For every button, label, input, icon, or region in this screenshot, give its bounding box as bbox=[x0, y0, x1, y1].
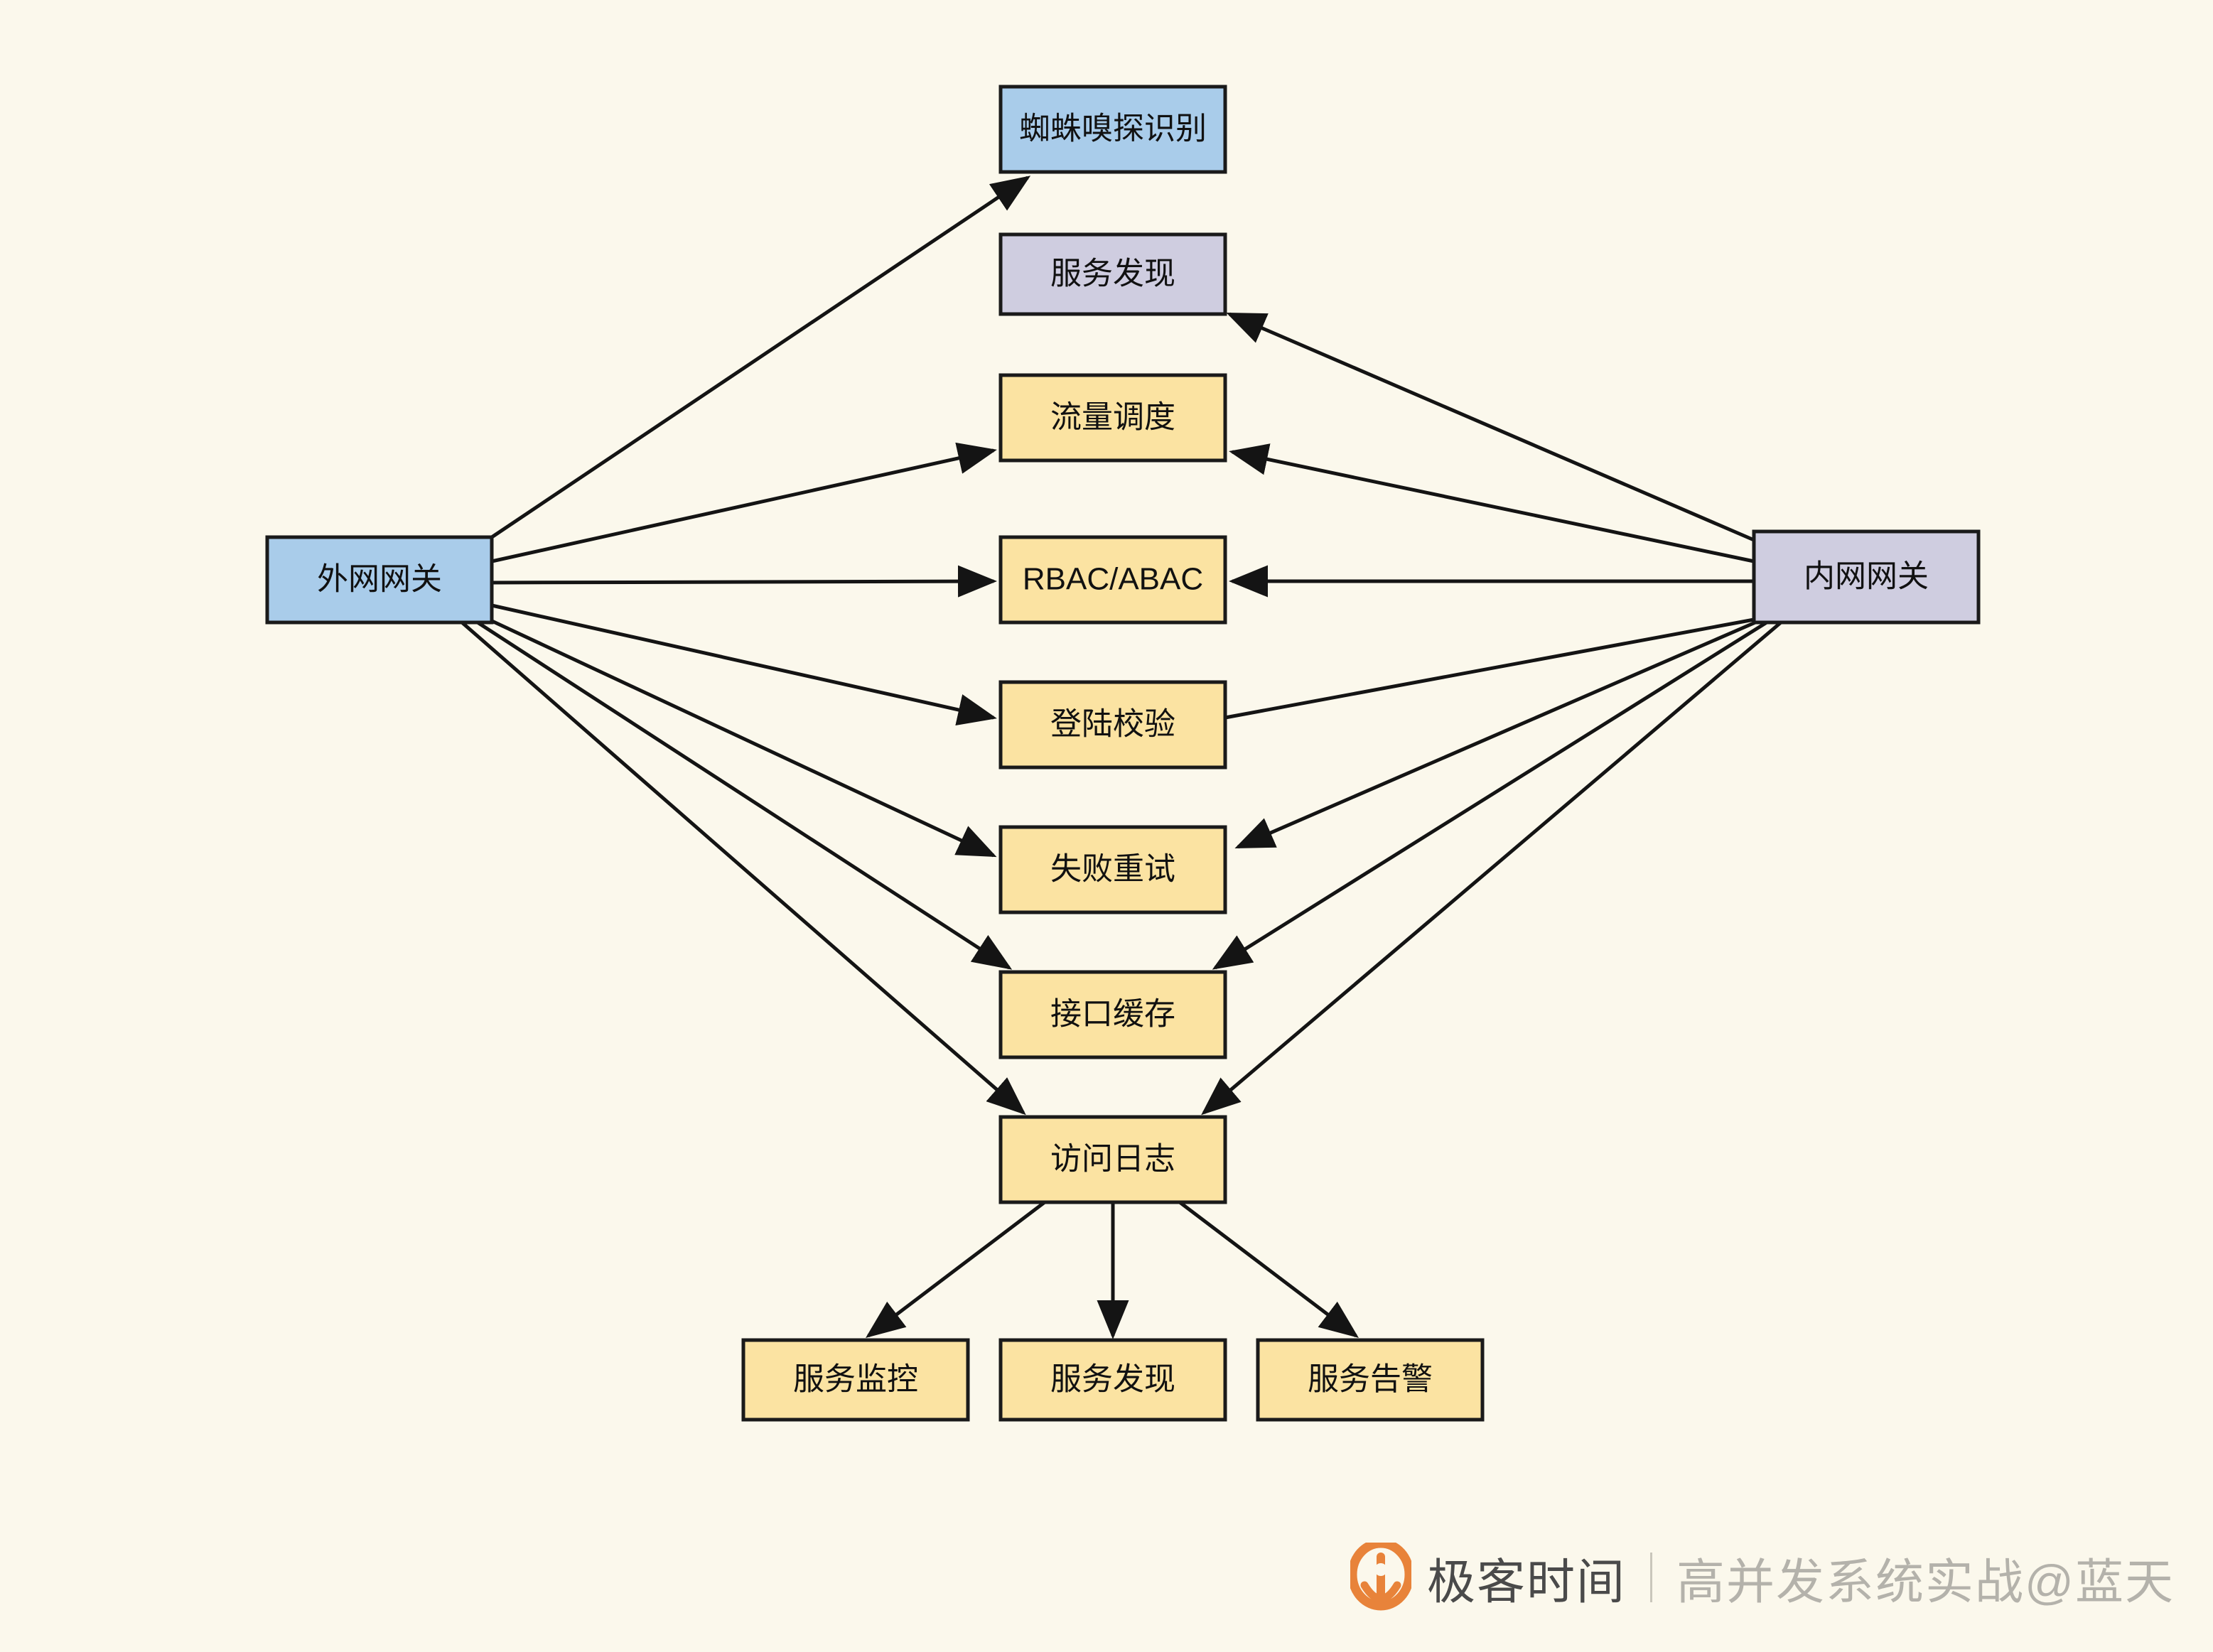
edge-int_gw-to-discovery bbox=[1226, 312, 1755, 542]
edge-ext_gw-to-cache bbox=[476, 620, 1013, 970]
node-box-cache[interactable] bbox=[998, 970, 1227, 1059]
edge-ext_gw-to-traffic bbox=[491, 442, 997, 563]
node-label-retry: 失败重试 bbox=[1050, 852, 1175, 887]
edge-int_gw-to-cache bbox=[1212, 620, 1768, 970]
node-label-ext_gw: 外网网关 bbox=[317, 562, 442, 597]
node-box-retry[interactable] bbox=[998, 825, 1227, 914]
node-box-alarm[interactable] bbox=[1256, 1338, 1485, 1422]
node-discovery[interactable]: 服务发现 bbox=[998, 232, 1227, 316]
node-retry[interactable]: 失败重试 bbox=[998, 825, 1227, 914]
node-alarm[interactable]: 服务告警 bbox=[1256, 1338, 1485, 1422]
edge-layer bbox=[461, 176, 1782, 1339]
node-label-alarm: 服务告警 bbox=[1308, 1362, 1433, 1397]
node-int_gw[interactable]: 内网网关 bbox=[1752, 529, 1981, 625]
edge-int_gw-to-acclog bbox=[1201, 621, 1782, 1116]
footer-divider bbox=[1650, 1553, 1653, 1602]
node-box-discovery[interactable] bbox=[998, 232, 1227, 316]
node-login[interactable]: 登陆校验 bbox=[998, 680, 1227, 770]
node-traffic[interactable]: 流量调度 bbox=[998, 373, 1227, 463]
node-acclog[interactable]: 访问日志 bbox=[998, 1115, 1227, 1204]
node-box-rbac[interactable] bbox=[998, 535, 1227, 625]
edge-ext_gw-to-spider bbox=[490, 176, 1031, 539]
node-box-monitor[interactable] bbox=[741, 1338, 970, 1422]
node-monitor[interactable]: 服务监控 bbox=[741, 1338, 970, 1422]
node-label-int_gw: 内网网关 bbox=[1804, 559, 1929, 594]
node-label-cache: 接口缓存 bbox=[1050, 997, 1175, 1032]
node-box-login[interactable] bbox=[998, 680, 1227, 770]
edge-int_gw-to-retry bbox=[1234, 620, 1756, 849]
node-svcdisc[interactable]: 服务发现 bbox=[998, 1338, 1227, 1422]
node-box-ext_gw[interactable] bbox=[265, 535, 494, 625]
node-box-acclog[interactable] bbox=[998, 1115, 1227, 1204]
node-label-login: 登陆校验 bbox=[1050, 707, 1175, 742]
node-box-traffic[interactable] bbox=[998, 373, 1227, 463]
node-label-rbac: RBAC/ABAC bbox=[1023, 562, 1203, 597]
node-box-spider[interactable] bbox=[998, 85, 1227, 174]
brand-name: 极客时间 bbox=[1427, 1555, 1627, 1609]
footer-watermark: 极客时间 高并发系统实战@蓝天 bbox=[1350, 1531, 2175, 1624]
node-ext_gw[interactable]: 外网网关 bbox=[265, 535, 494, 625]
geek-time-logo-icon bbox=[1350, 1543, 1411, 1612]
edge-ext_gw-to-rbac bbox=[491, 565, 997, 598]
course-name: 高并发系统实战@蓝天 bbox=[1676, 1555, 2175, 1609]
node-box-int_gw[interactable] bbox=[1752, 529, 1981, 625]
node-cache[interactable]: 接口缓存 bbox=[998, 970, 1227, 1059]
edge-ext_gw-to-retry bbox=[488, 617, 997, 858]
edge-login-to-int_gw bbox=[1224, 617, 1755, 720]
node-label-monitor: 服务监控 bbox=[793, 1362, 918, 1397]
node-label-svcdisc: 服务发现 bbox=[1050, 1362, 1175, 1397]
node-layer: 外网网关内网网关蜘蛛嗅探识别服务发现流量调度RBAC/ABAC登陆校验失败重试接… bbox=[265, 85, 1981, 1422]
node-box-svcdisc[interactable] bbox=[998, 1338, 1227, 1422]
node-label-traffic: 流量调度 bbox=[1050, 400, 1175, 435]
edge-ext_gw-to-login bbox=[491, 603, 997, 726]
node-label-discovery: 服务发现 bbox=[1050, 257, 1175, 291]
node-label-acclog: 访问日志 bbox=[1050, 1142, 1175, 1177]
node-label-spider: 蜘蛛嗅探识别 bbox=[1019, 112, 1207, 146]
edge-acclog-to-monitor bbox=[866, 1201, 1046, 1339]
edge-ext_gw-to-acclog bbox=[461, 621, 1026, 1116]
node-rbac[interactable]: RBAC/ABAC bbox=[998, 535, 1227, 625]
node-spider[interactable]: 蜘蛛嗅探识别 bbox=[998, 85, 1227, 174]
edge-int_gw-to-traffic bbox=[1229, 443, 1755, 563]
edge-acclog-to-alarm bbox=[1178, 1201, 1359, 1339]
